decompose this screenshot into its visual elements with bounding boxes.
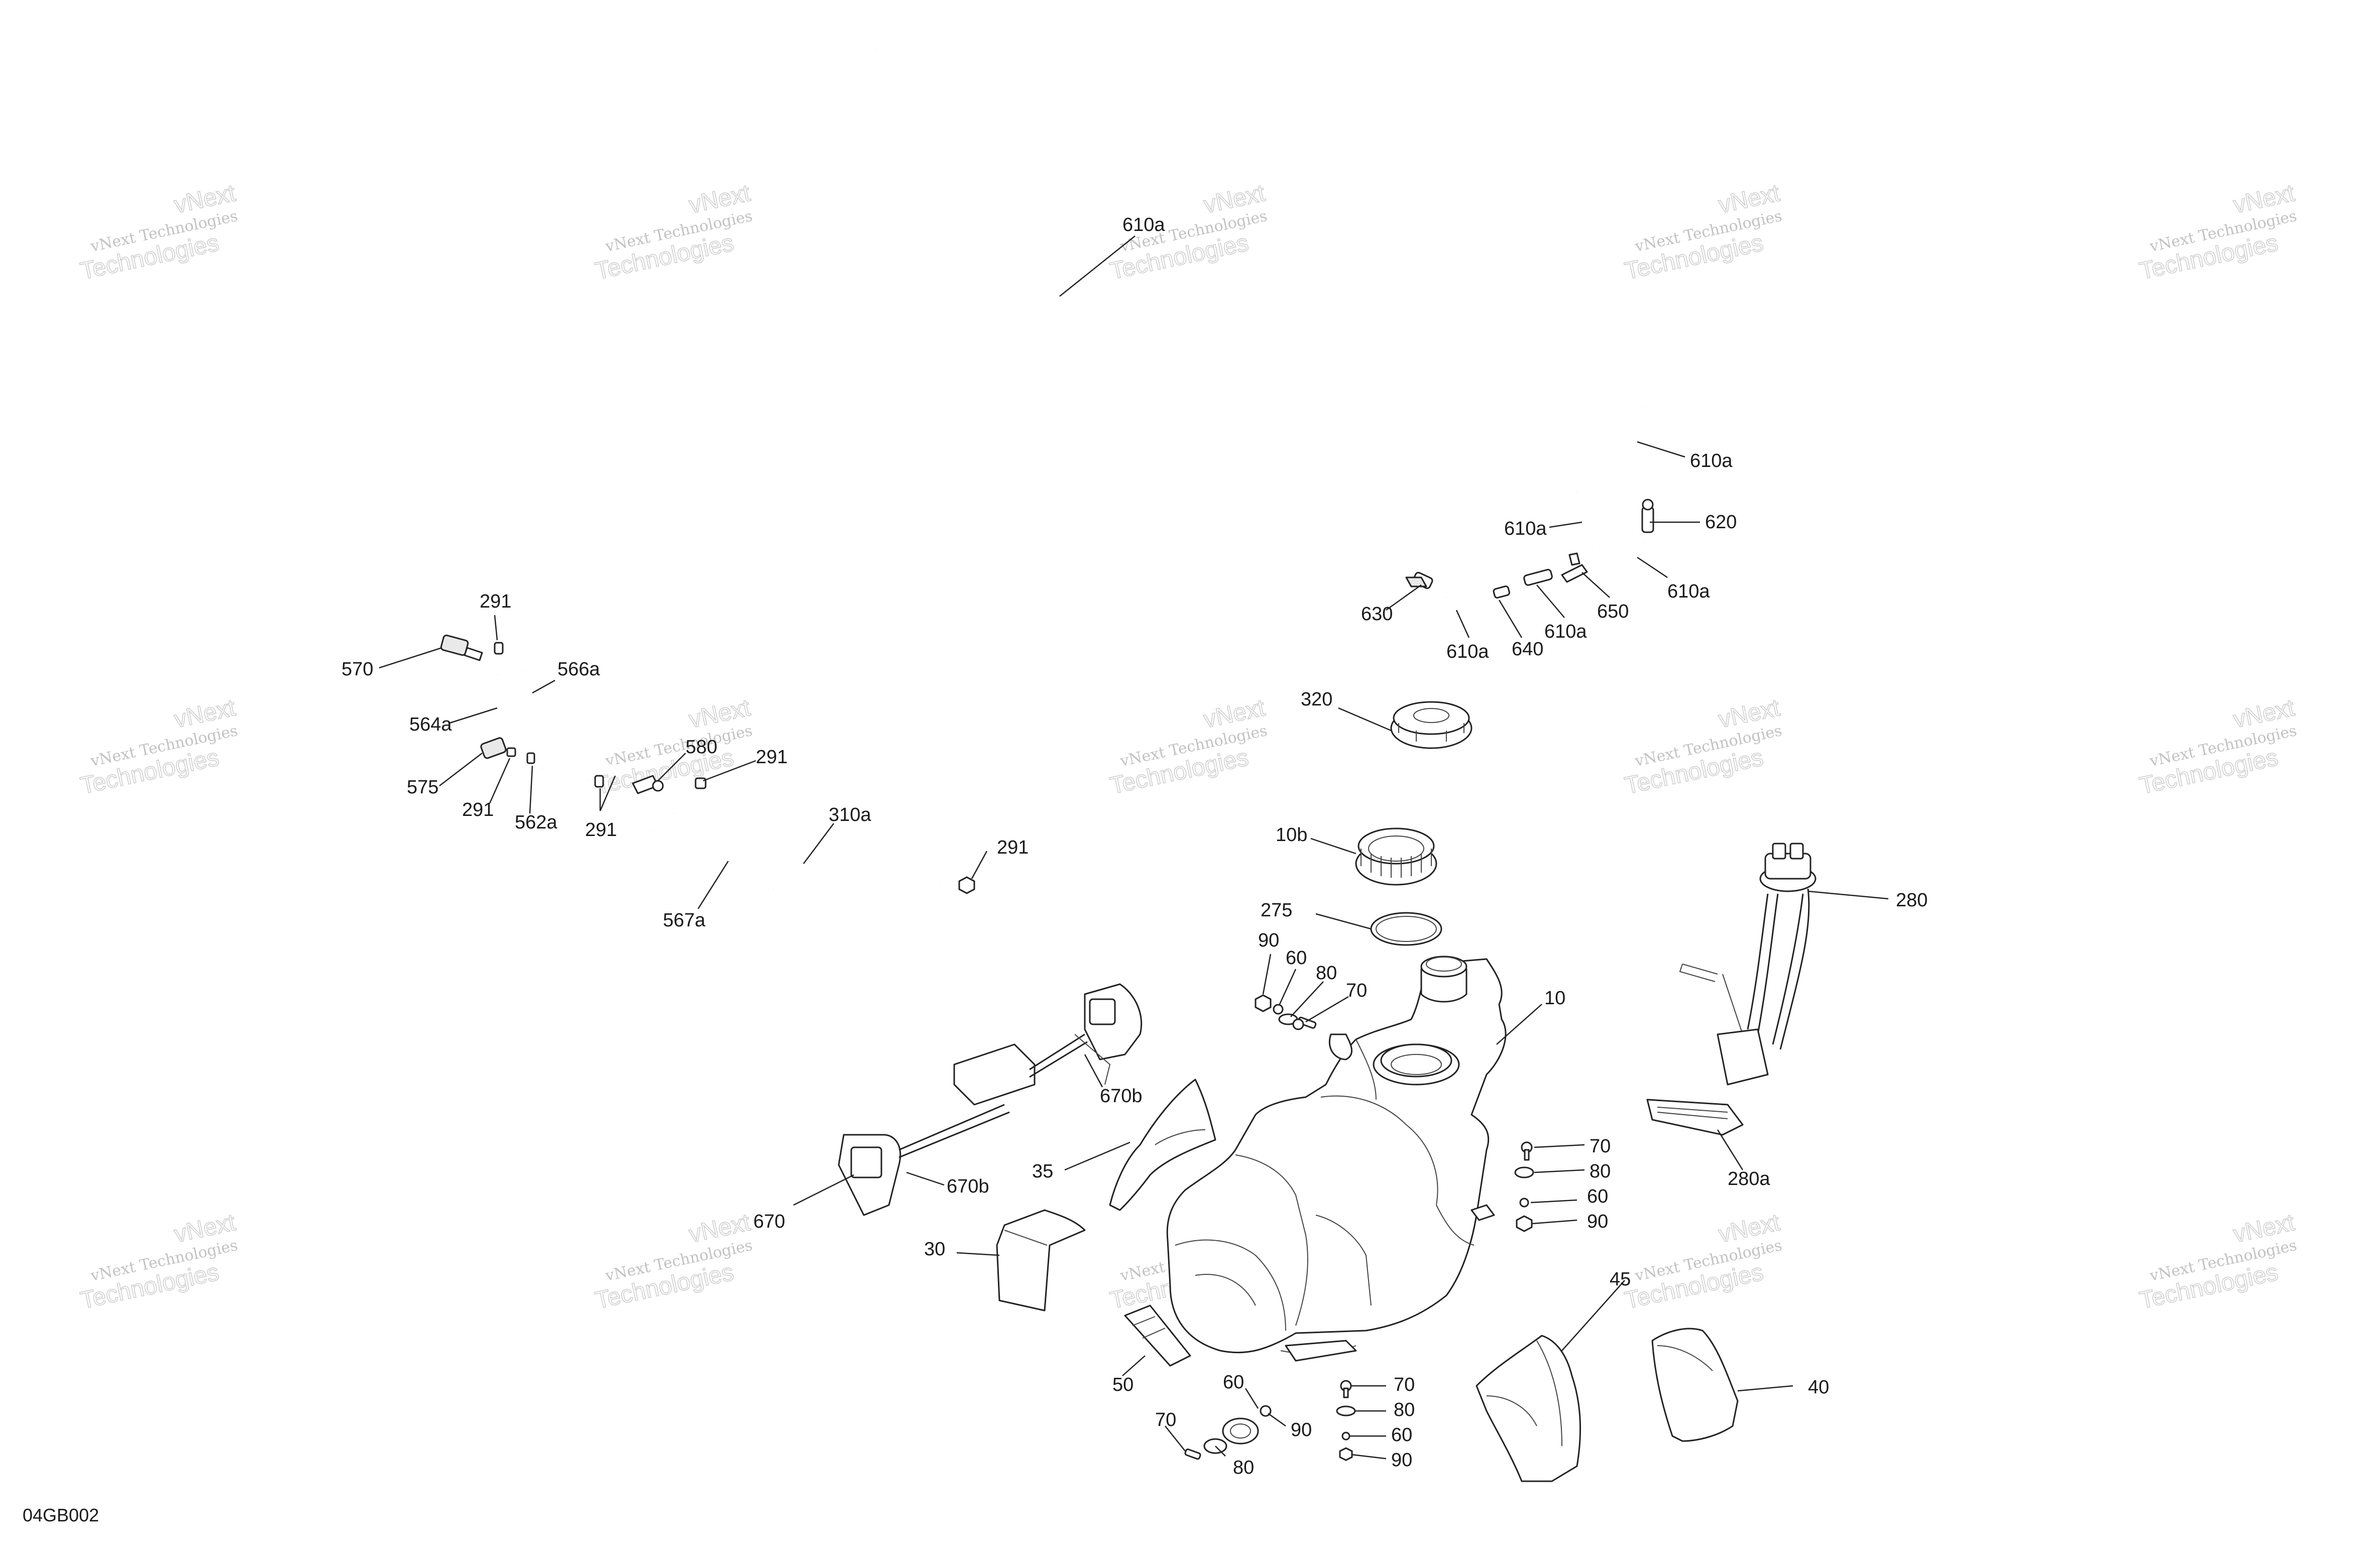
callout-670b-bottom: 670b [947, 1176, 989, 1197]
callout-310a: 310a [829, 804, 871, 825]
leader-lines [379, 235, 1889, 1460]
vent-hose-loop [1544, 383, 1658, 495]
callout-630: 630 [1361, 604, 1393, 625]
wiring-harness-bracket [838, 983, 1143, 1216]
shield-40 [1651, 1328, 1739, 1442]
callout-570: 570 [342, 659, 373, 680]
callout-291-bottom: 291 [585, 819, 617, 841]
callout-60-bottom: 60 [1223, 1372, 1244, 1393]
fasteners-group-1 [1255, 994, 1317, 1030]
callout-670: 670 [753, 1211, 785, 1232]
callout-562a: 562a [515, 812, 557, 833]
callout-40: 40 [1808, 1377, 1829, 1398]
callout-80-lower: 80 [1394, 1399, 1415, 1420]
shield-50 [1124, 1304, 1191, 1367]
callout-90-right: 90 [1587, 1211, 1608, 1232]
callout-45: 45 [1610, 1269, 1631, 1290]
fuel-cap [1390, 701, 1472, 749]
callout-610a-hose-loop: 610a [1690, 450, 1733, 471]
fasteners-group-3 [1336, 1380, 1356, 1461]
left-hose-group [440, 634, 975, 894]
fasteners-group-2 [1514, 1141, 1534, 1232]
diagram-id-label: 04GB002 [23, 1505, 99, 1525]
callout-610a-hose-connector: 610a [1446, 641, 1489, 662]
callout-80-right: 80 [1590, 1161, 1611, 1182]
callout-70-bottom: 70 [1155, 1409, 1176, 1431]
callout-80-top: 80 [1316, 963, 1337, 984]
callout-80-bottom: 80 [1233, 1457, 1254, 1478]
shield-45 [1476, 1335, 1581, 1482]
callout-90-lower: 90 [1391, 1450, 1412, 1471]
shield-35 [1109, 1079, 1216, 1211]
callout-280a: 280a [1728, 1168, 1770, 1190]
o-ring [1370, 912, 1442, 946]
callout-70-lower: 70 [1394, 1374, 1415, 1395]
fuel-tank [1166, 956, 1507, 1362]
callout-60-right: 60 [1587, 1186, 1608, 1207]
callout-320: 320 [1301, 689, 1332, 710]
callout-60-top: 60 [1286, 947, 1307, 969]
callout-70-right: 70 [1590, 1136, 1611, 1157]
callout-10b: 10b [1276, 824, 1307, 846]
callout-620: 620 [1705, 512, 1737, 533]
callout-30: 30 [924, 1239, 945, 1260]
callout-670b-top: 670b [1100, 1086, 1143, 1107]
shield-30 [996, 1209, 1086, 1312]
callout-291-right: 291 [997, 837, 1029, 858]
grommet-assembly [1184, 1405, 1272, 1460]
callout-60-lower: 60 [1391, 1425, 1412, 1446]
callout-90-top: 90 [1258, 930, 1279, 951]
callout-50: 50 [1112, 1374, 1134, 1395]
callout-90-bottom: 90 [1291, 1419, 1312, 1441]
callout-610a-hose-long: 610a [1122, 214, 1165, 235]
lock-ring [1355, 827, 1437, 886]
callout-575: 575 [407, 777, 438, 798]
callout-567a: 567a [663, 910, 706, 931]
callout-35: 35 [1032, 1161, 1053, 1182]
vent-fittings [1405, 499, 1654, 608]
callout-564a: 564a [409, 714, 452, 735]
callout-610a-hose-mid: 610a [1544, 621, 1587, 642]
callout-291-top: 291 [480, 591, 511, 612]
callout-275: 275 [1261, 900, 1292, 921]
callout-291-mid: 291 [756, 747, 787, 768]
callout-70-top: 70 [1346, 980, 1367, 1001]
callout-580: 580 [686, 737, 717, 758]
callout-610a-hose-short: 610a [1667, 581, 1710, 602]
callout-610a-hose-elbow: 610a [1504, 518, 1547, 539]
callout-280: 280 [1896, 890, 1928, 911]
fuel-pump-assembly [1646, 843, 1817, 1136]
callout-566a: 566a [557, 659, 600, 680]
callout-10: 10 [1544, 988, 1565, 1009]
callout-291-left: 291 [462, 799, 494, 820]
callout-640: 640 [1512, 639, 1543, 660]
callout-650: 650 [1597, 601, 1629, 622]
callout-labels: 610a 610a 610a 610a 610a 610a 620 630 64… [342, 214, 1928, 1478]
vent-hose-long [819, 47, 1413, 573]
